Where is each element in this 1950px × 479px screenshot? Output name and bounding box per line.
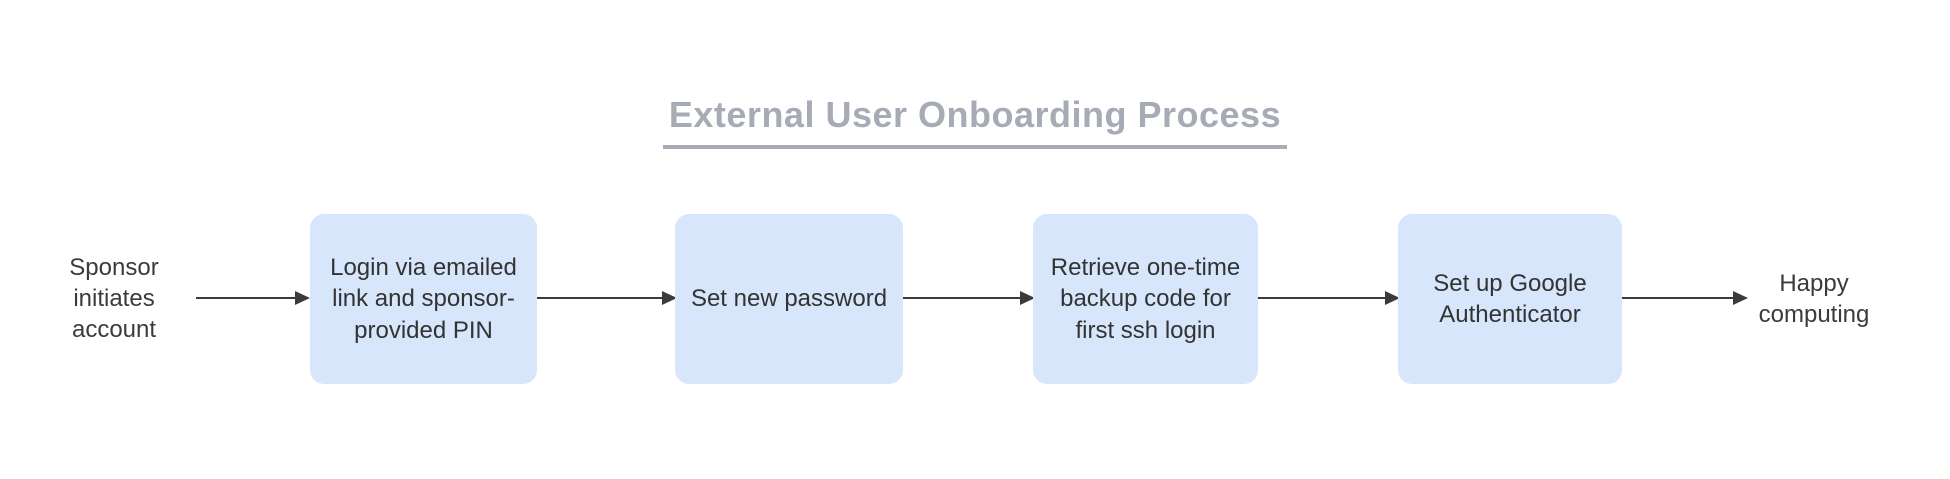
title-container: External User Onboarding Process (0, 94, 1950, 149)
end-label: Happy computing (1758, 270, 1870, 329)
flow-arrow-3 (903, 291, 1035, 305)
process-step-label: Set up Google Authenticator (1433, 269, 1587, 328)
process-step-password: Set new password (675, 214, 903, 384)
process-step-label: Login via emailed link and sponsor-provi… (330, 254, 517, 344)
process-step-label: Set new password (690, 285, 888, 313)
flow-arrow-1 (196, 291, 310, 305)
process-step-login: Login via emailed link and sponsor-provi… (310, 214, 537, 384)
flow-arrow-4 (1258, 291, 1400, 305)
process-step-label: Retrieve one-time backup code for first … (1050, 254, 1241, 344)
diagram-title: External User Onboarding Process (662, 94, 1288, 149)
start-label: Sponsor initiates account (69, 254, 159, 344)
flow-arrow-2 (537, 291, 677, 305)
flow-arrow-5 (1622, 291, 1748, 305)
process-step-backup-code: Retrieve one-time backup code for first … (1033, 214, 1258, 384)
process-step-authenticator: Set up Google Authenticator (1398, 214, 1622, 384)
